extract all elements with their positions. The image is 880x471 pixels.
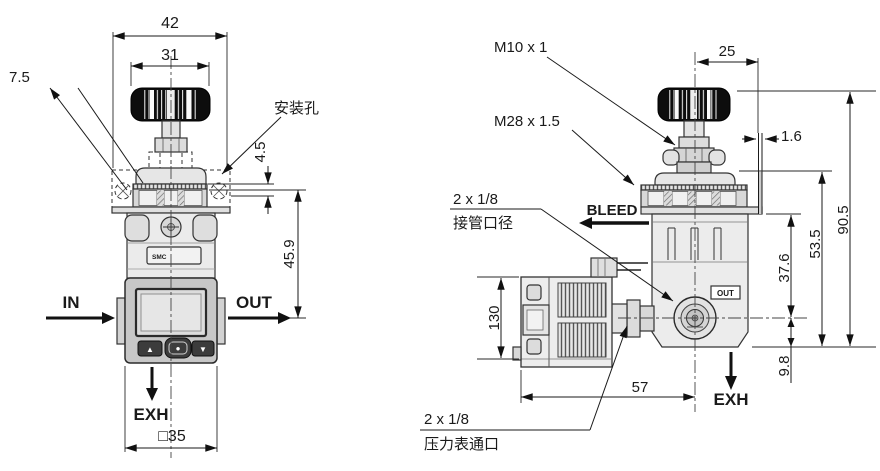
front-knob xyxy=(130,87,211,122)
svg-text:4.5: 4.5 xyxy=(252,142,269,163)
svg-text:25: 25 xyxy=(719,43,736,60)
front-stem xyxy=(148,120,193,170)
dim-flange-to-port: 37.6 xyxy=(766,213,801,317)
label-bleed: BLEED xyxy=(579,202,649,229)
svg-text:9.8: 9.8 xyxy=(776,356,793,377)
flow-in: IN xyxy=(46,293,115,324)
svg-text:安装孔: 安装孔 xyxy=(274,100,319,117)
connector xyxy=(590,257,618,278)
svg-text:2 x 1/8: 2 x 1/8 xyxy=(453,191,498,208)
flow-out: OUT xyxy=(228,293,291,324)
smc-logo: SMC xyxy=(152,254,167,261)
svg-text:57: 57 xyxy=(632,379,649,396)
dim-thread-adjust: M10 x 1 xyxy=(494,39,676,146)
dim-flange-thickness: 4.5 xyxy=(208,142,274,214)
svg-text:37.6: 37.6 xyxy=(776,253,793,282)
dim-bonnet-height: 53.5 xyxy=(739,170,832,346)
bleed-arrow-icon xyxy=(579,217,592,229)
gauge-button-up-glyph: ▲ xyxy=(146,345,154,354)
dim-hole-offset: 7.5 xyxy=(9,69,144,191)
dim-body-width: □35 xyxy=(124,366,218,452)
front-body: SMC xyxy=(124,212,218,279)
dim-knob-width: 31 xyxy=(130,47,210,86)
dim-knob-offset: 25 xyxy=(697,43,759,133)
panel-plate xyxy=(758,172,762,214)
side-fitting xyxy=(610,299,655,338)
svg-text:BLEED: BLEED xyxy=(587,202,638,219)
svg-text:接管口径: 接管口径 xyxy=(453,215,513,232)
svg-text:OUT: OUT xyxy=(236,293,273,312)
svg-text:1.6: 1.6 xyxy=(781,128,802,145)
dim-height-to-port: 45.9 xyxy=(209,189,306,319)
svg-text:45.9: 45.9 xyxy=(281,239,298,268)
side-knob xyxy=(657,87,731,122)
svg-text:53.5: 53.5 xyxy=(807,229,824,258)
svg-text:90.5: 90.5 xyxy=(835,205,852,234)
dim-port-to-bottom: 9.8 xyxy=(776,318,795,383)
dim-panel-thickness: 1.6 xyxy=(742,128,802,145)
label-gauge-port: 2 x 1/8 压力表通口 xyxy=(420,325,628,453)
dim-thread-panel: M28 x 1.5 xyxy=(494,113,635,186)
dim-switch-height: 130 xyxy=(477,276,519,360)
svg-text:IN: IN xyxy=(63,293,80,312)
front-nameplate xyxy=(146,246,202,265)
svg-text:EXH: EXH xyxy=(714,390,749,409)
svg-text:EXH: EXH xyxy=(134,405,169,424)
gauge-button-up xyxy=(137,340,163,357)
label-piping-port: 2 x 1/8 接管口径 xyxy=(450,191,674,302)
flow-exh-side: EXH xyxy=(714,352,749,409)
out-arrow-icon xyxy=(278,312,291,324)
svg-text:31: 31 xyxy=(161,47,179,64)
exh-arrow-icon xyxy=(725,376,737,390)
svg-text:2 x 1/8: 2 x 1/8 xyxy=(424,411,469,428)
exh-arrow-icon xyxy=(146,388,158,401)
side-flange xyxy=(640,133,763,215)
gauge-button-set xyxy=(164,337,192,359)
out-port-label-box xyxy=(710,285,741,300)
side-view: OUT xyxy=(420,39,876,453)
svg-text:7.5: 7.5 xyxy=(9,69,30,86)
in-arrow-icon xyxy=(102,312,115,324)
front-view: SMC ▲ ● ▼ 42 xyxy=(9,15,319,458)
svg-text:130: 130 xyxy=(486,305,503,330)
gauge-button-set-glyph: ● xyxy=(176,344,181,353)
dim-flange-width: 42 xyxy=(112,15,228,168)
svg-text:42: 42 xyxy=(161,15,179,32)
dim-switch-depth: 57 xyxy=(520,370,695,403)
out-port-label: OUT xyxy=(717,289,734,298)
svg-text:□35: □35 xyxy=(158,428,186,445)
side-pressure-switch xyxy=(512,257,648,368)
flow-exh-front: EXH xyxy=(134,367,169,424)
label-mounting-hole: 安装孔 xyxy=(221,100,319,175)
gauge-button-down-glyph: ▼ xyxy=(199,345,207,354)
svg-text:M28 x 1.5: M28 x 1.5 xyxy=(494,113,560,130)
side-body: OUT xyxy=(651,213,749,348)
dim-total-height: 90.5 xyxy=(737,90,876,348)
gauge-button-down xyxy=(191,340,215,357)
svg-text:压力表通口: 压力表通口 xyxy=(424,436,499,453)
svg-text:M10 x 1: M10 x 1 xyxy=(494,39,547,56)
